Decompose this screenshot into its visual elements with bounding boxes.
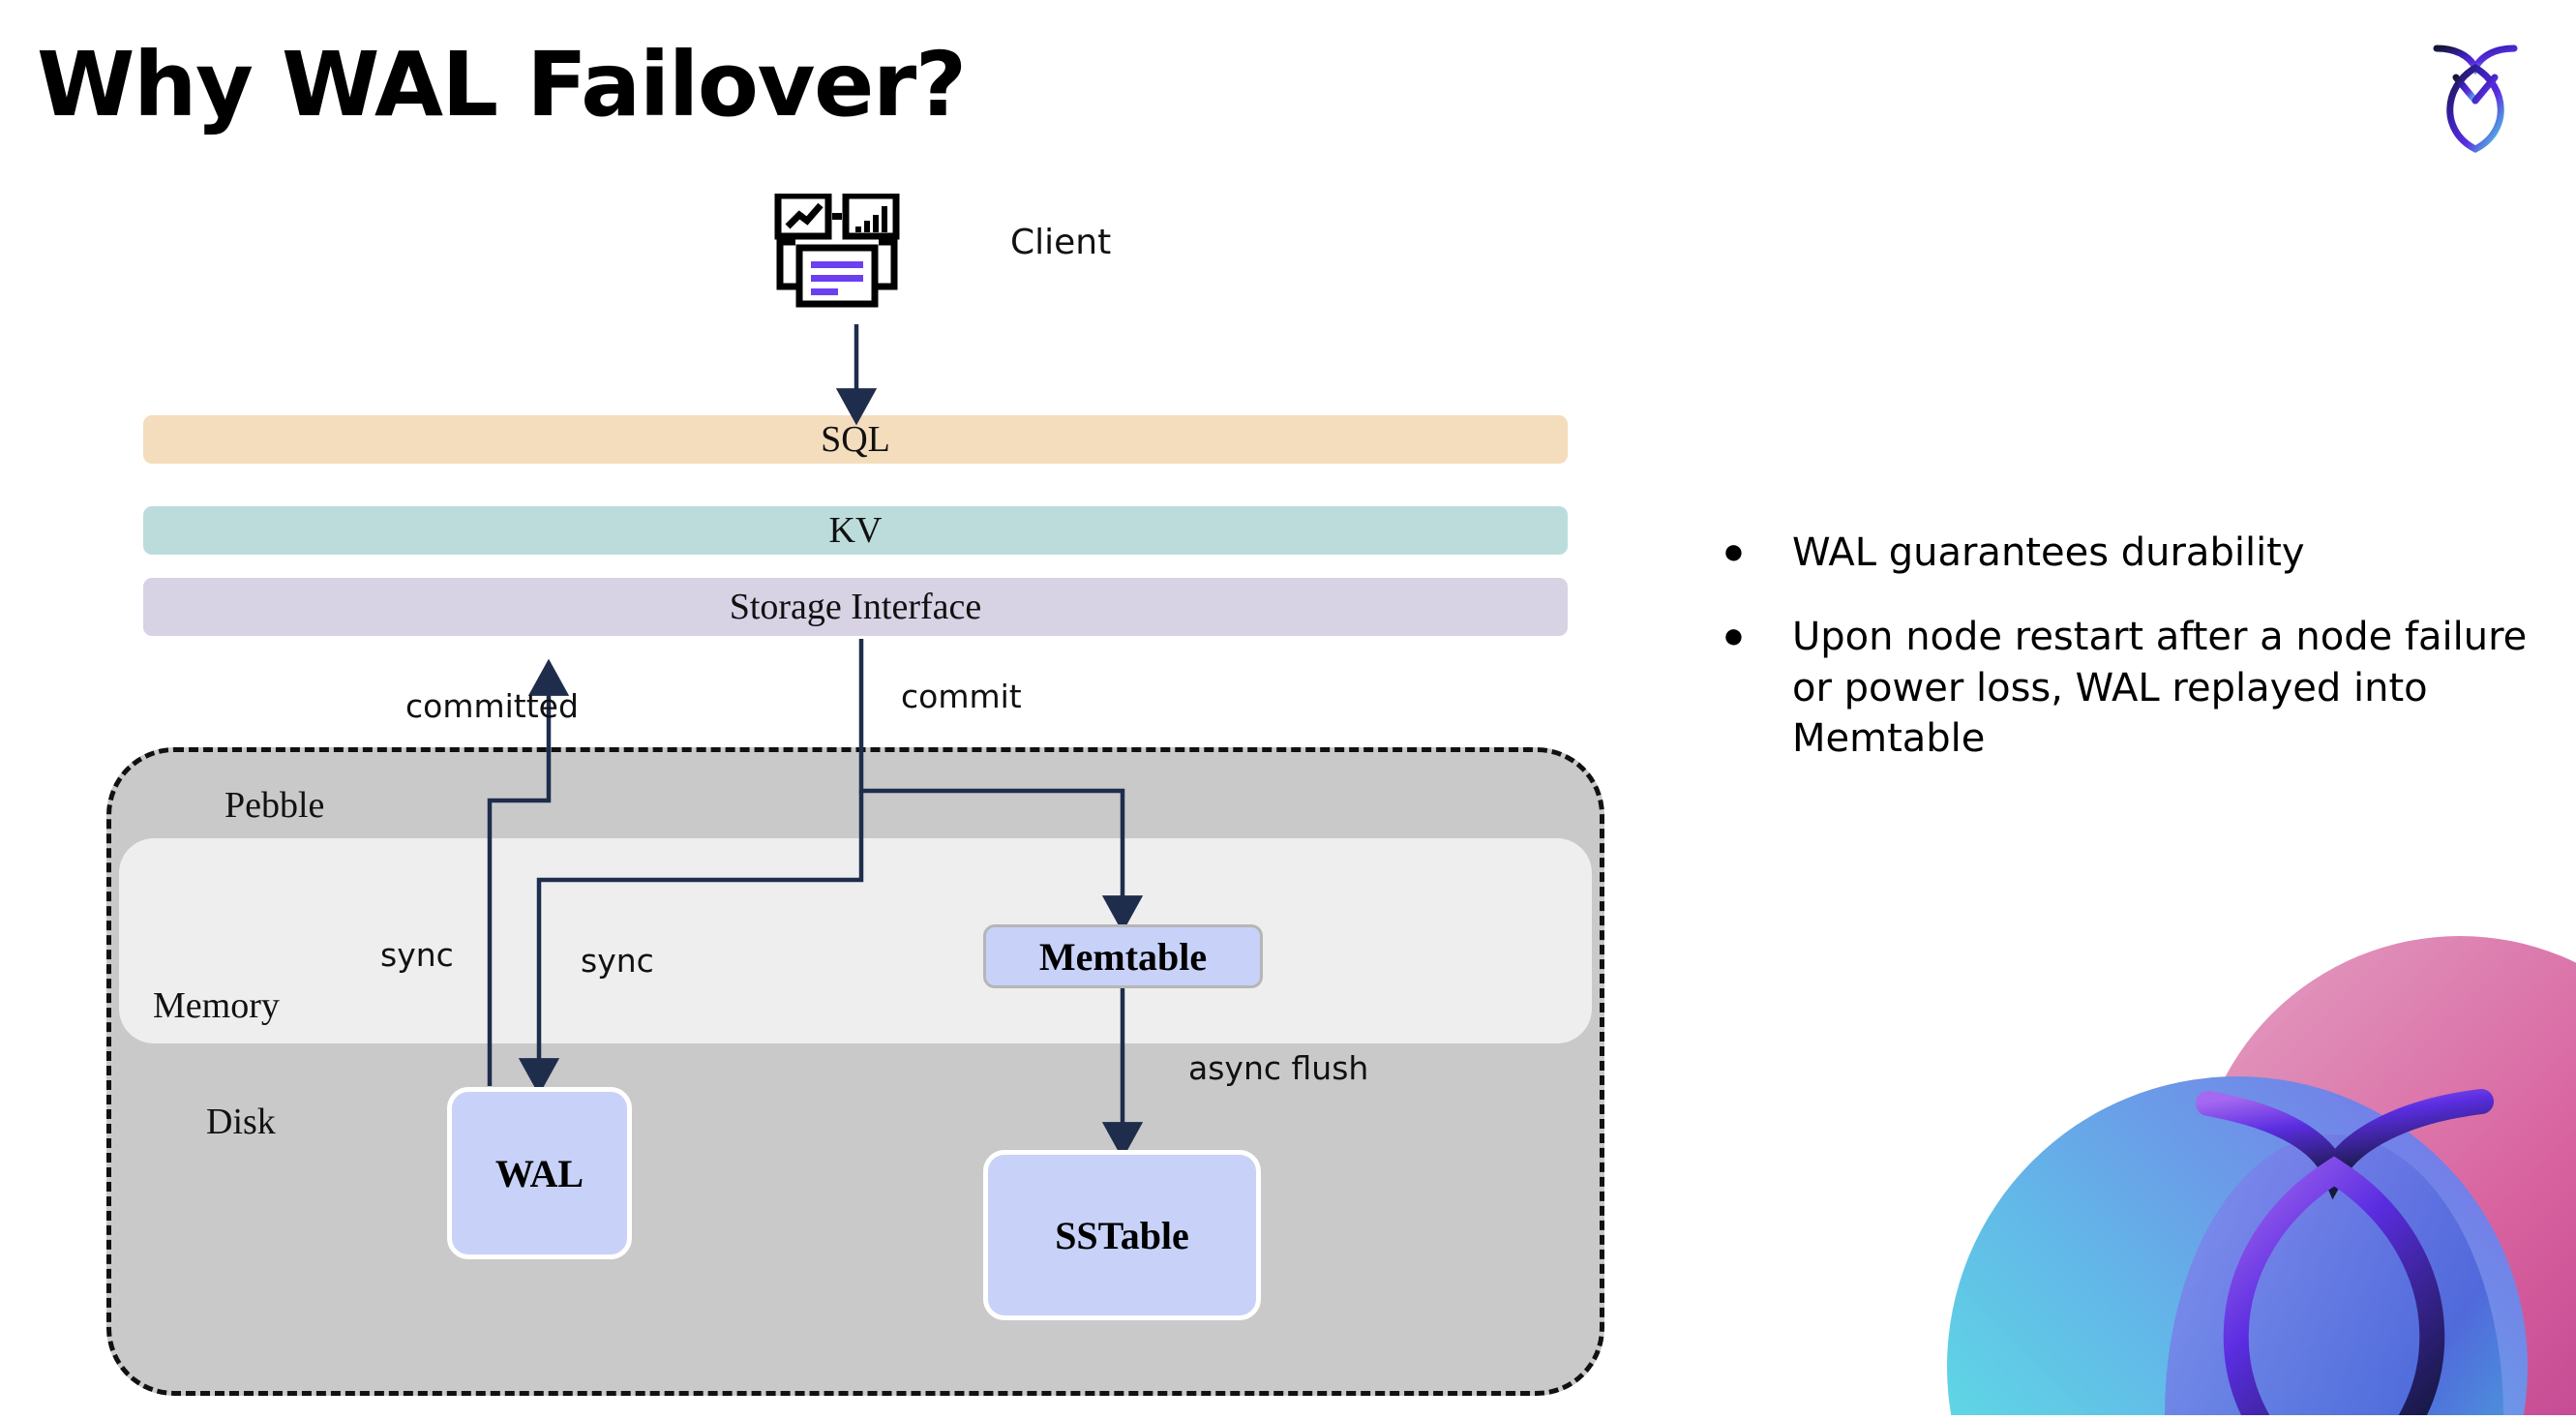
bullet-marker-icon: ● [1722, 615, 1745, 656]
node-sstable: SSTable [983, 1150, 1261, 1320]
bullet-text: WAL guarantees durability [1792, 530, 2305, 575]
client-label: Client [1010, 223, 1112, 262]
bullet-list: ● WAL guarantees durability ● Upon node … [1705, 528, 2557, 798]
node-wal: WAL [447, 1087, 632, 1259]
bullet-marker-icon: ● [1722, 531, 1745, 572]
page-title: Why WAL Failover? [37, 33, 967, 136]
bullet-text: Upon node restart after a node failure o… [1792, 614, 2528, 762]
memory-label: Memory [153, 985, 280, 1026]
memory-region [119, 838, 1592, 1043]
list-item: ● Upon node restart after a node failure… [1705, 612, 2557, 765]
layer-label-sql: SQL [821, 419, 890, 460]
client-dashboard-icon [774, 192, 929, 329]
layer-label-storage-interface: Storage Interface [729, 587, 982, 627]
disk-label: Disk [206, 1102, 276, 1142]
node-wal-label: WAL [494, 1151, 584, 1195]
node-memtable: Memtable [983, 924, 1263, 988]
edge-label-sync-right: sync [581, 942, 654, 980]
layer-bar-kv: KV [143, 506, 1568, 555]
node-memtable-label: Memtable [1038, 934, 1208, 979]
layer-label-kv: KV [828, 510, 883, 551]
pebble-label: Pebble [225, 785, 325, 826]
list-item: ● WAL guarantees durability [1705, 528, 2557, 579]
edge-label-async-flush: async flush [1188, 1049, 1369, 1087]
edge-label-commit: commit [901, 678, 1022, 715]
layer-bar-sql: SQL [143, 415, 1568, 464]
edge-label-committed: committed [405, 687, 579, 725]
layer-bar-storage-interface: Storage Interface [143, 578, 1568, 636]
cockroachdb-logo-icon [2413, 31, 2537, 157]
node-sstable-label: SSTable [1055, 1213, 1189, 1257]
cockroachdb-watermark-icon [1918, 912, 2576, 1415]
architecture-diagram: Client SQL KV Storage Interface Pebble M… [106, 192, 1604, 1396]
edge-label-sync-left: sync [380, 936, 454, 974]
